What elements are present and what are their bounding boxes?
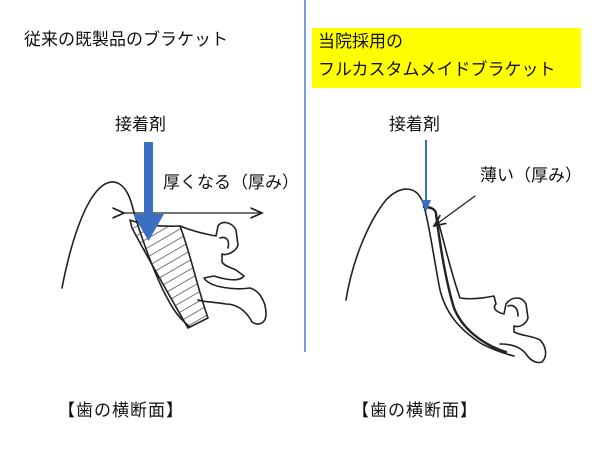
left-adhesive-arrow — [133, 142, 164, 241]
right-thickness-label: 薄い（厚み） — [480, 166, 582, 186]
right-title-line1: 当院採用の — [318, 32, 403, 52]
left-caption: 【歯の横断面】 — [58, 401, 184, 421]
right-adhesive-layer — [422, 205, 508, 354]
right-adhesive-label: 接着剤 — [389, 115, 440, 135]
right-title-highlight — [312, 28, 581, 88]
left-tooth-diagram — [61, 181, 267, 329]
right-bracket-slot — [507, 304, 519, 317]
left-tooth-outline — [61, 181, 191, 328]
left-adhesive-layer — [129, 219, 209, 329]
left-bracket-slot — [219, 236, 230, 249]
right-tooth-outline — [345, 188, 515, 357]
right-caption: 【歯の横断面】 — [352, 401, 478, 421]
right-tooth-diagram — [345, 188, 547, 364]
right-title-line2: フルカスタムメイドブラケット — [318, 60, 556, 80]
right-thickness-arrow — [434, 195, 476, 226]
left-title: 従来の既製品のブラケット — [24, 30, 228, 50]
left-adhesive-label: 接着剤 — [115, 115, 166, 135]
left-bracket — [179, 221, 267, 325]
right-bracket — [435, 213, 547, 364]
right-adhesive-arrow — [421, 140, 431, 212]
left-thickness-label: 厚くなる（厚み） — [163, 173, 299, 193]
